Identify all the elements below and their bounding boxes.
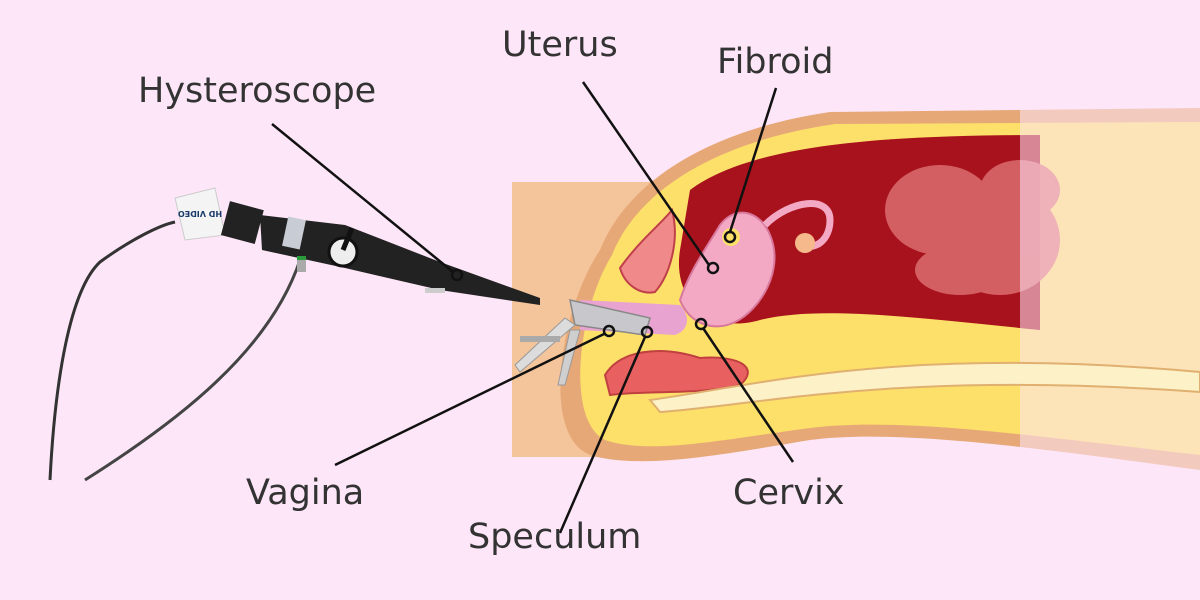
hysteroscope: HD VIDEO: [48, 187, 540, 482]
leader-lines: [271, 81, 795, 534]
label-uterus: Uterus: [502, 25, 618, 65]
label-fibroid: Fibroid: [717, 42, 834, 82]
ovary: [795, 233, 815, 253]
hd-video-branding: HD VIDEO: [178, 209, 222, 218]
fade-overlay: [1020, 100, 1200, 480]
speculum: [514, 299, 651, 386]
rectum: [603, 350, 749, 397]
sacrum: [648, 361, 1200, 414]
label-cervix: Cervix: [733, 473, 845, 513]
label-hysteroscope: Hysteroscope: [138, 71, 377, 111]
fallopian-tube: [762, 200, 834, 250]
label-vagina: Vagina: [246, 473, 365, 513]
label-speculum: Speculum: [468, 517, 642, 557]
bladder: [618, 207, 676, 294]
uterus: [678, 211, 776, 328]
